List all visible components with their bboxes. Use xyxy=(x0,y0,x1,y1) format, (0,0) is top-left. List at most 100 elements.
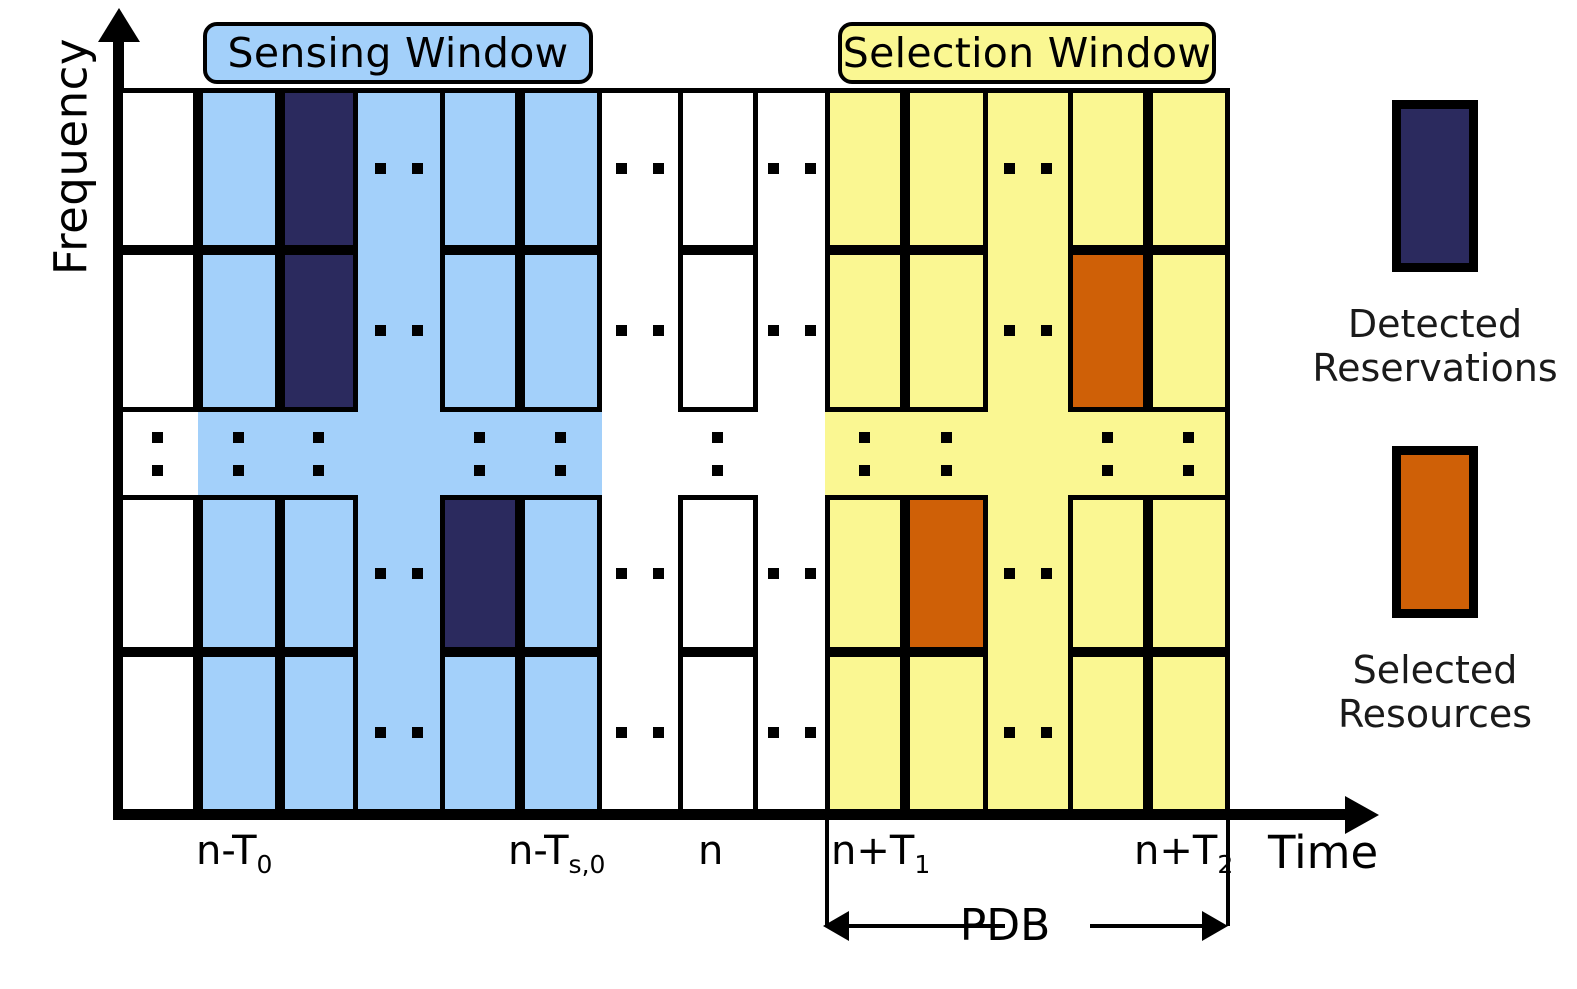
resource-grid xyxy=(118,88,1230,814)
vertical-ellipsis-icon xyxy=(859,431,870,476)
resource-block xyxy=(905,88,988,250)
legend-entry-detected-reservations: Detected Reservations xyxy=(1300,100,1570,390)
resource-block xyxy=(118,88,198,250)
vertical-ellipsis-icon xyxy=(313,431,324,476)
resource-block xyxy=(440,88,520,250)
resource-block xyxy=(1148,495,1230,652)
legend-label-line2: Reservations xyxy=(1312,346,1558,391)
resource-block xyxy=(825,652,905,814)
horizontal-ellipsis-icon xyxy=(1004,567,1052,579)
resource-block xyxy=(118,412,198,495)
legend-label-line1: Selected xyxy=(1352,648,1518,693)
horizontal-ellipsis-icon xyxy=(1004,727,1052,738)
vertical-ellipsis-icon xyxy=(1183,431,1194,476)
vertical-ellipsis-icon xyxy=(940,431,952,476)
resource-block xyxy=(198,652,280,814)
horizontal-ellipsis-icon xyxy=(767,567,816,579)
resource-block xyxy=(602,412,678,495)
tick-label-n-minus-Ts0: n-Ts,0 xyxy=(508,828,606,879)
resource-block xyxy=(1068,652,1148,814)
sensing-window-badge: Sensing Window xyxy=(203,22,593,84)
resource-block xyxy=(758,412,825,495)
resource-block xyxy=(520,88,602,250)
resource-block xyxy=(358,250,440,412)
resource-block xyxy=(520,652,602,814)
resource-block xyxy=(520,412,602,495)
resource-block xyxy=(825,250,905,412)
horizontal-ellipsis-icon xyxy=(767,325,816,336)
legend-label-line2: Resources xyxy=(1337,692,1533,737)
legend-label-line1: Detected xyxy=(1347,302,1523,346)
resource-block xyxy=(358,412,440,495)
resource-block xyxy=(1148,250,1230,412)
tick-label-n-plus-T1: n+T1 xyxy=(831,828,931,879)
resource-block xyxy=(602,652,678,814)
horizontal-ellipsis-icon xyxy=(616,727,664,738)
resource-block xyxy=(280,495,358,652)
y-axis-arrow-icon xyxy=(98,8,140,42)
resource-block xyxy=(988,88,1068,250)
resource-block xyxy=(1148,652,1230,814)
horizontal-ellipsis-icon xyxy=(375,163,423,174)
resource-block xyxy=(602,495,678,652)
vertical-ellipsis-icon xyxy=(152,431,163,476)
resource-block xyxy=(1068,495,1148,652)
legend-swatch-detected-reservations xyxy=(1392,100,1478,272)
resource-block xyxy=(358,88,440,250)
pdb-left-line xyxy=(845,924,1005,928)
resource-block-marked xyxy=(1068,250,1148,412)
horizontal-ellipsis-icon xyxy=(375,325,423,336)
pdb-right-arrow-icon xyxy=(1202,911,1228,941)
tick-label-n: n xyxy=(698,828,724,874)
resource-block xyxy=(118,495,198,652)
resource-block xyxy=(988,250,1068,412)
resource-block xyxy=(520,495,602,652)
resource-block xyxy=(905,250,988,412)
resource-block xyxy=(198,412,280,495)
resource-block-marked xyxy=(280,88,358,250)
horizontal-ellipsis-icon xyxy=(767,727,816,738)
resource-block xyxy=(905,412,988,495)
selection-window-badge: Selection Window xyxy=(838,22,1216,84)
resource-block xyxy=(280,412,358,495)
resource-block xyxy=(905,652,988,814)
legend-label-selected-resources: Selected Resources xyxy=(1300,648,1570,736)
y-axis-label: Frequency xyxy=(44,38,98,275)
vertical-ellipsis-icon xyxy=(712,431,723,476)
vertical-ellipsis-icon xyxy=(474,431,485,476)
resource-block xyxy=(602,88,678,250)
legend-swatch-selected-resources xyxy=(1392,446,1478,619)
pdb-right-line xyxy=(1090,924,1205,928)
horizontal-ellipsis-icon xyxy=(1004,325,1052,336)
resource-block xyxy=(440,250,520,412)
resource-block xyxy=(678,250,758,412)
pdb-right-guide xyxy=(1226,816,1230,926)
resource-block xyxy=(358,495,440,652)
resource-block xyxy=(825,412,905,495)
horizontal-ellipsis-icon xyxy=(767,163,816,174)
resource-block xyxy=(358,652,440,814)
pdb-label: PDB xyxy=(959,900,1051,951)
resource-block xyxy=(825,88,905,250)
resource-block xyxy=(678,652,758,814)
legend-entry-selected-resources: Selected Resources xyxy=(1300,446,1570,736)
horizontal-ellipsis-icon xyxy=(616,325,664,336)
resource-block xyxy=(520,250,602,412)
vertical-ellipsis-icon xyxy=(555,431,566,476)
resource-block xyxy=(118,652,198,814)
resource-block xyxy=(988,652,1068,814)
resource-block xyxy=(1148,88,1230,250)
resource-block xyxy=(988,495,1068,652)
resource-block xyxy=(1068,88,1148,250)
horizontal-ellipsis-icon xyxy=(1004,163,1052,174)
x-axis-label: Time xyxy=(1268,826,1379,879)
horizontal-ellipsis-icon xyxy=(616,567,664,579)
resource-block xyxy=(198,495,280,652)
x-axis-arrow-icon xyxy=(1345,796,1379,834)
tick-label-n-plus-T2: n+T2 xyxy=(1134,828,1233,879)
resource-block xyxy=(678,412,758,495)
resource-block xyxy=(602,250,678,412)
resource-block xyxy=(1068,412,1148,495)
pdb-left-guide xyxy=(825,816,829,926)
